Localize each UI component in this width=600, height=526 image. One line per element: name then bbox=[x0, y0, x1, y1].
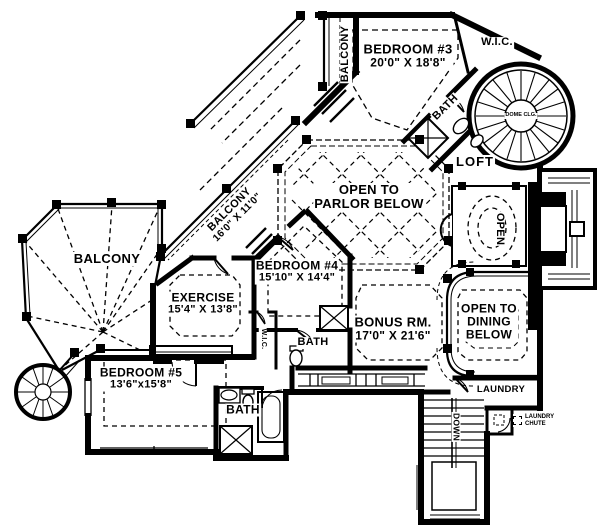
laundry-chute-legend: LAUNDRY CHUTE bbox=[513, 414, 555, 428]
bedroom-3-dims: 20'0" X 18'8" bbox=[370, 55, 446, 70]
room-label-bedroom-4: BEDROOM #4 15'10" X 14'4" bbox=[254, 258, 340, 285]
main-stairs bbox=[416, 377, 505, 520]
roof-hatch bbox=[245, 81, 355, 261]
bonus-name: BONUS RM. bbox=[354, 314, 432, 330]
room-label-laundry: LAUNDRY bbox=[475, 383, 527, 396]
exercise-dims: 15'4" X 13'8" bbox=[168, 303, 238, 316]
dome-ceiling-note: DOME CLG. bbox=[504, 112, 538, 119]
bedroom-5-dims: 13'6"x15'8" bbox=[110, 378, 172, 391]
room-label-wic-mid: W.I.C. bbox=[259, 327, 267, 351]
room-label-balcony-top: BALCONY bbox=[339, 24, 352, 84]
windows bbox=[84, 373, 425, 455]
fireplace bbox=[528, 168, 597, 330]
stairs-down-label: DOWN bbox=[451, 411, 462, 443]
open-to-dining-label: OPEN TO DINING BELOW bbox=[460, 301, 518, 342]
bedroom-4-dims: 15'10" X 14'4" bbox=[258, 271, 336, 284]
room-label-bonus: BONUS RM. 17'0" X 21'6" bbox=[353, 314, 433, 343]
bedroom-3-name: BEDROOM #3 bbox=[363, 41, 453, 57]
dining-line1: OPEN TO bbox=[461, 301, 517, 316]
dining-line2: DINING bbox=[467, 314, 511, 329]
bonus-dims: 17'0" X 21'6" bbox=[355, 328, 431, 343]
room-label-bedroom-3: BEDROOM #3 20'0" X 18'8" bbox=[362, 41, 454, 70]
dining-line3: BELOW bbox=[465, 327, 513, 342]
chute-line2: CHUTE bbox=[525, 420, 546, 427]
ceiling-break-lines bbox=[23, 29, 528, 427]
room-label-bath-bottom: BATH bbox=[225, 402, 261, 417]
exercise-name: EXERCISE bbox=[171, 290, 235, 305]
open-rail-label: OPEN bbox=[493, 211, 506, 247]
open-to-parlor-label: OPEN TO PARLOR BELOW bbox=[313, 181, 425, 212]
spiral-stair-balcony bbox=[14, 353, 81, 421]
room-label-loft: LOFT bbox=[455, 153, 495, 170]
parlor-line2: PARLOR BELOW bbox=[314, 196, 424, 211]
chute-line1: LAUNDRY bbox=[525, 414, 555, 420]
laundry-chute-icon bbox=[513, 416, 522, 426]
room-label-exercise: EXERCISE 15'4" X 13'8" bbox=[167, 290, 239, 317]
room-label-bath-mid: BATH bbox=[296, 336, 330, 349]
room-label-balcony-left: BALCONY bbox=[72, 250, 142, 267]
parlor-line1: OPEN TO bbox=[338, 181, 400, 197]
balcony-radial-lines bbox=[23, 204, 161, 369]
railing-posts bbox=[18, 11, 520, 378]
bedroom-4-name: BEDROOM #4 bbox=[255, 258, 339, 273]
bedroom-5-name: BEDROOM #5 bbox=[99, 365, 183, 380]
room-label-wic-top: W.I.C. bbox=[480, 36, 514, 49]
bath-fixtures bbox=[218, 116, 484, 455]
room-label-bedroom-5: BEDROOM #5 13'6"x15'8" bbox=[98, 365, 184, 392]
